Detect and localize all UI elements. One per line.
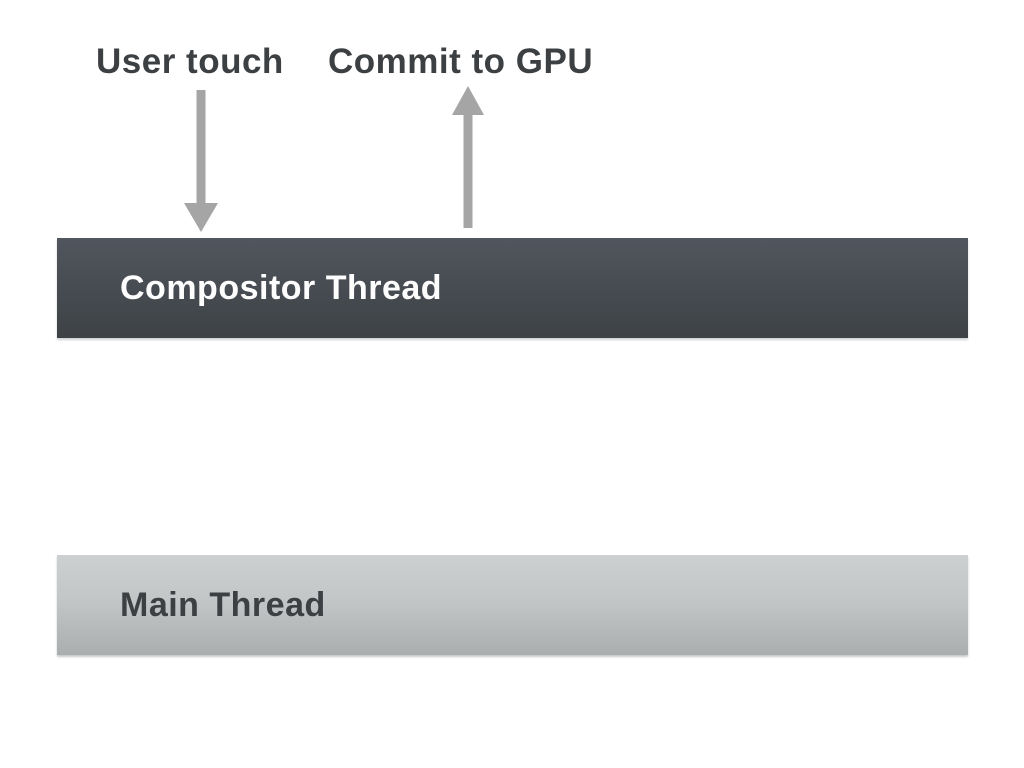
compositor-thread-bar: Compositor Thread bbox=[57, 238, 968, 338]
main-thread-label: Main Thread bbox=[120, 585, 326, 624]
commit-to-gpu-label: Commit to GPU bbox=[328, 42, 594, 81]
main-thread-bar: Main Thread bbox=[57, 555, 968, 655]
compositor-thread-label: Compositor Thread bbox=[120, 268, 443, 307]
user-touch-label: User touch bbox=[96, 42, 284, 81]
down-arrow-icon bbox=[184, 90, 218, 232]
up-arrow-icon bbox=[452, 86, 484, 228]
